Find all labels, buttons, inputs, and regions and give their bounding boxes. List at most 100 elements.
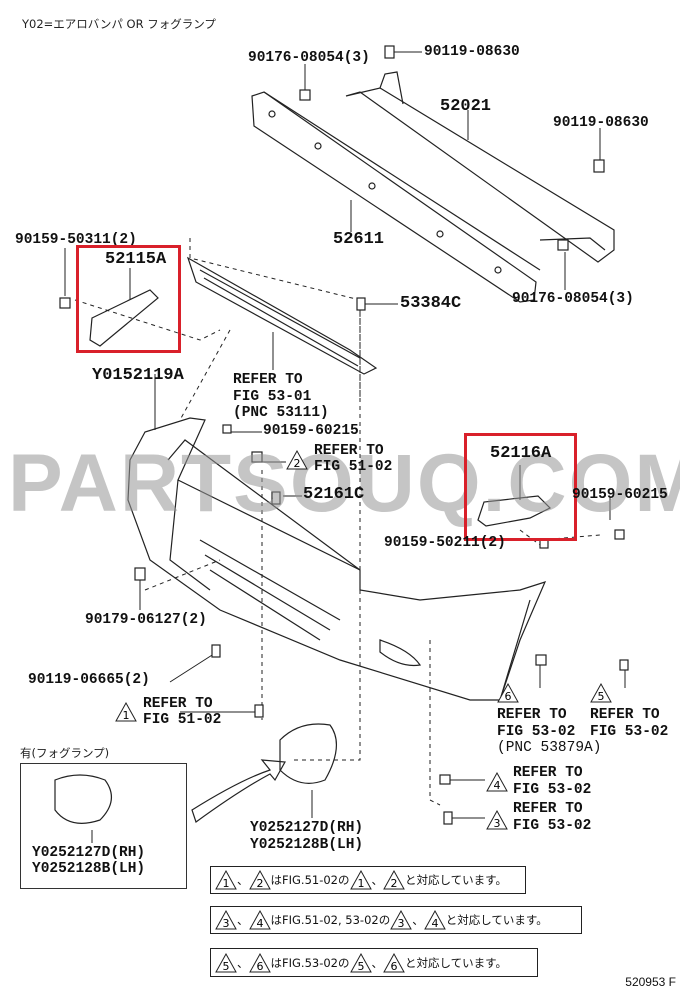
- reference-line: REFER TO: [590, 707, 660, 723]
- svg-text:3: 3: [398, 917, 405, 930]
- reference-line: (PNC 53111): [233, 405, 329, 421]
- reference-triangle-icon: 5: [215, 952, 237, 973]
- svg-text:2: 2: [391, 877, 398, 890]
- part-label[interactable]: Y0252127D(RH): [250, 820, 364, 836]
- svg-text:4: 4: [431, 917, 438, 930]
- note-text: はFIG.51-02, 53-02の: [270, 913, 391, 927]
- part-label[interactable]: 53384C: [400, 294, 462, 313]
- svg-text:2: 2: [256, 877, 263, 890]
- part-label[interactable]: Y0252127D(RH): [32, 845, 146, 861]
- reference-triangle-icon: 4: [248, 910, 271, 930]
- reference-line: REFER TO: [513, 765, 583, 781]
- note-text: はFIG.51-02の: [270, 873, 350, 887]
- variant-note: Y02=エアロバンパ OR フォグランプ: [22, 17, 216, 31]
- reference-triangle-icon: 6: [497, 683, 519, 703]
- separator: 、: [371, 955, 384, 970]
- part-label[interactable]: 90176-08054(3): [248, 50, 370, 66]
- reference-line[interactable]: FIG 53-02: [497, 724, 576, 740]
- reference-triangle-icon: 1: [115, 702, 137, 722]
- reference-line[interactable]: FIG 53-02: [590, 724, 669, 740]
- reference-line[interactable]: FIG 51-02: [314, 459, 393, 475]
- reference-line: REFER TO: [233, 372, 303, 388]
- note-box: 1 、 2 はFIG.51-02の 1 、 2 と対応しています。: [210, 866, 526, 894]
- reference-triangle-icon: 1: [349, 870, 372, 890]
- reference-triangle-icon: 6: [248, 952, 271, 973]
- figure-code: 520953 F: [625, 975, 676, 989]
- fog-cover-drawing: [279, 723, 337, 784]
- separator: 、: [237, 873, 249, 887]
- part-label[interactable]: 52161C: [303, 485, 365, 504]
- part-label[interactable]: 90159-60215: [263, 423, 359, 439]
- part-label[interactable]: 52611: [333, 230, 385, 249]
- svg-text:5: 5: [357, 960, 364, 973]
- reference-triangle-icon: 2: [383, 870, 405, 890]
- part-label[interactable]: 90159-50311(2): [15, 232, 137, 248]
- reference-line[interactable]: FIG 53-02: [513, 818, 592, 834]
- part-label[interactable]: 90159-60215: [572, 487, 668, 503]
- separator: 、: [237, 955, 249, 970]
- reference-line: (PNC 53879A): [497, 740, 602, 756]
- part-label[interactable]: 52116A: [490, 444, 552, 463]
- bracket-52116a-drawing: [477, 495, 552, 527]
- part-label[interactable]: 90119-08630: [553, 115, 649, 131]
- reference-triangle-icon: 2: [248, 870, 271, 890]
- svg-text:3: 3: [494, 817, 501, 830]
- svg-text:6: 6: [505, 690, 512, 703]
- inset-title: 有(フォグランプ): [20, 746, 110, 760]
- separator: 、: [237, 913, 249, 927]
- svg-text:2: 2: [294, 457, 301, 470]
- part-label[interactable]: Y0252128B(LH): [250, 837, 364, 853]
- part-label[interactable]: Y0152119A: [92, 366, 184, 385]
- reference-triangle-icon: 3: [486, 810, 508, 830]
- part-label[interactable]: 90119-06665(2): [28, 672, 150, 688]
- reference-triangle-icon: 3: [215, 910, 237, 930]
- part-label[interactable]: 52021: [440, 97, 492, 116]
- bumper-reinforcement-drawing: [345, 71, 615, 263]
- part-label[interactable]: 90176-08054(3): [512, 291, 634, 307]
- grille-drawing: [186, 256, 378, 375]
- svg-text:5: 5: [598, 690, 605, 703]
- svg-text:1: 1: [223, 877, 230, 890]
- reference-triangle-icon: 2: [286, 450, 308, 470]
- separator: 、: [412, 913, 424, 927]
- reference-triangle-icon: 1: [215, 870, 237, 890]
- part-label[interactable]: 90159-50211(2): [384, 535, 506, 551]
- energy-absorber-drawing: [251, 91, 541, 303]
- part-label[interactable]: 52115A: [105, 250, 167, 269]
- highlight-box: [76, 245, 181, 353]
- svg-text:5: 5: [223, 960, 230, 973]
- separator: 、: [371, 873, 384, 887]
- reference-triangle-icon: 3: [390, 910, 413, 930]
- svg-text:3: 3: [223, 917, 230, 930]
- reference-line[interactable]: FIG 53-02: [513, 782, 592, 798]
- reference-triangle-icon: 5: [590, 683, 612, 703]
- highlight-box: [464, 433, 577, 541]
- svg-text:1: 1: [357, 877, 364, 890]
- reference-line: REFER TO: [143, 696, 213, 712]
- reference-line: REFER TO: [513, 801, 583, 817]
- reference-triangle-icon: 4: [486, 772, 508, 792]
- svg-text:6: 6: [256, 960, 263, 973]
- arrow-drawing: [191, 759, 286, 823]
- reference-triangle-icon: 5: [349, 952, 372, 973]
- reference-line[interactable]: FIG 53-01: [233, 389, 312, 405]
- part-label[interactable]: Y0252128B(LH): [32, 861, 146, 877]
- part-label[interactable]: 90119-08630: [424, 44, 520, 60]
- svg-text:6: 6: [391, 960, 398, 973]
- reference-triangle-icon: 4: [423, 910, 446, 930]
- note-text: はFIG.53-02の: [270, 955, 350, 970]
- note-tail: と対応しています。: [405, 873, 508, 887]
- bumper-cover-drawing: [127, 417, 547, 701]
- note-tail: と対応しています。: [405, 955, 508, 970]
- reference-line[interactable]: FIG 51-02: [143, 712, 222, 728]
- fog-lamp-inset-drawing: [54, 774, 112, 824]
- note-tail: と対応しています。: [445, 913, 548, 927]
- note-box: 5 、 6 はFIG.53-02の 5 、 6 と対応しています。: [210, 948, 538, 977]
- reference-triangle-icon: 6: [383, 952, 405, 973]
- reference-line: REFER TO: [497, 707, 567, 723]
- inset-frame: [20, 763, 187, 889]
- part-label[interactable]: 90179-06127(2): [85, 612, 207, 628]
